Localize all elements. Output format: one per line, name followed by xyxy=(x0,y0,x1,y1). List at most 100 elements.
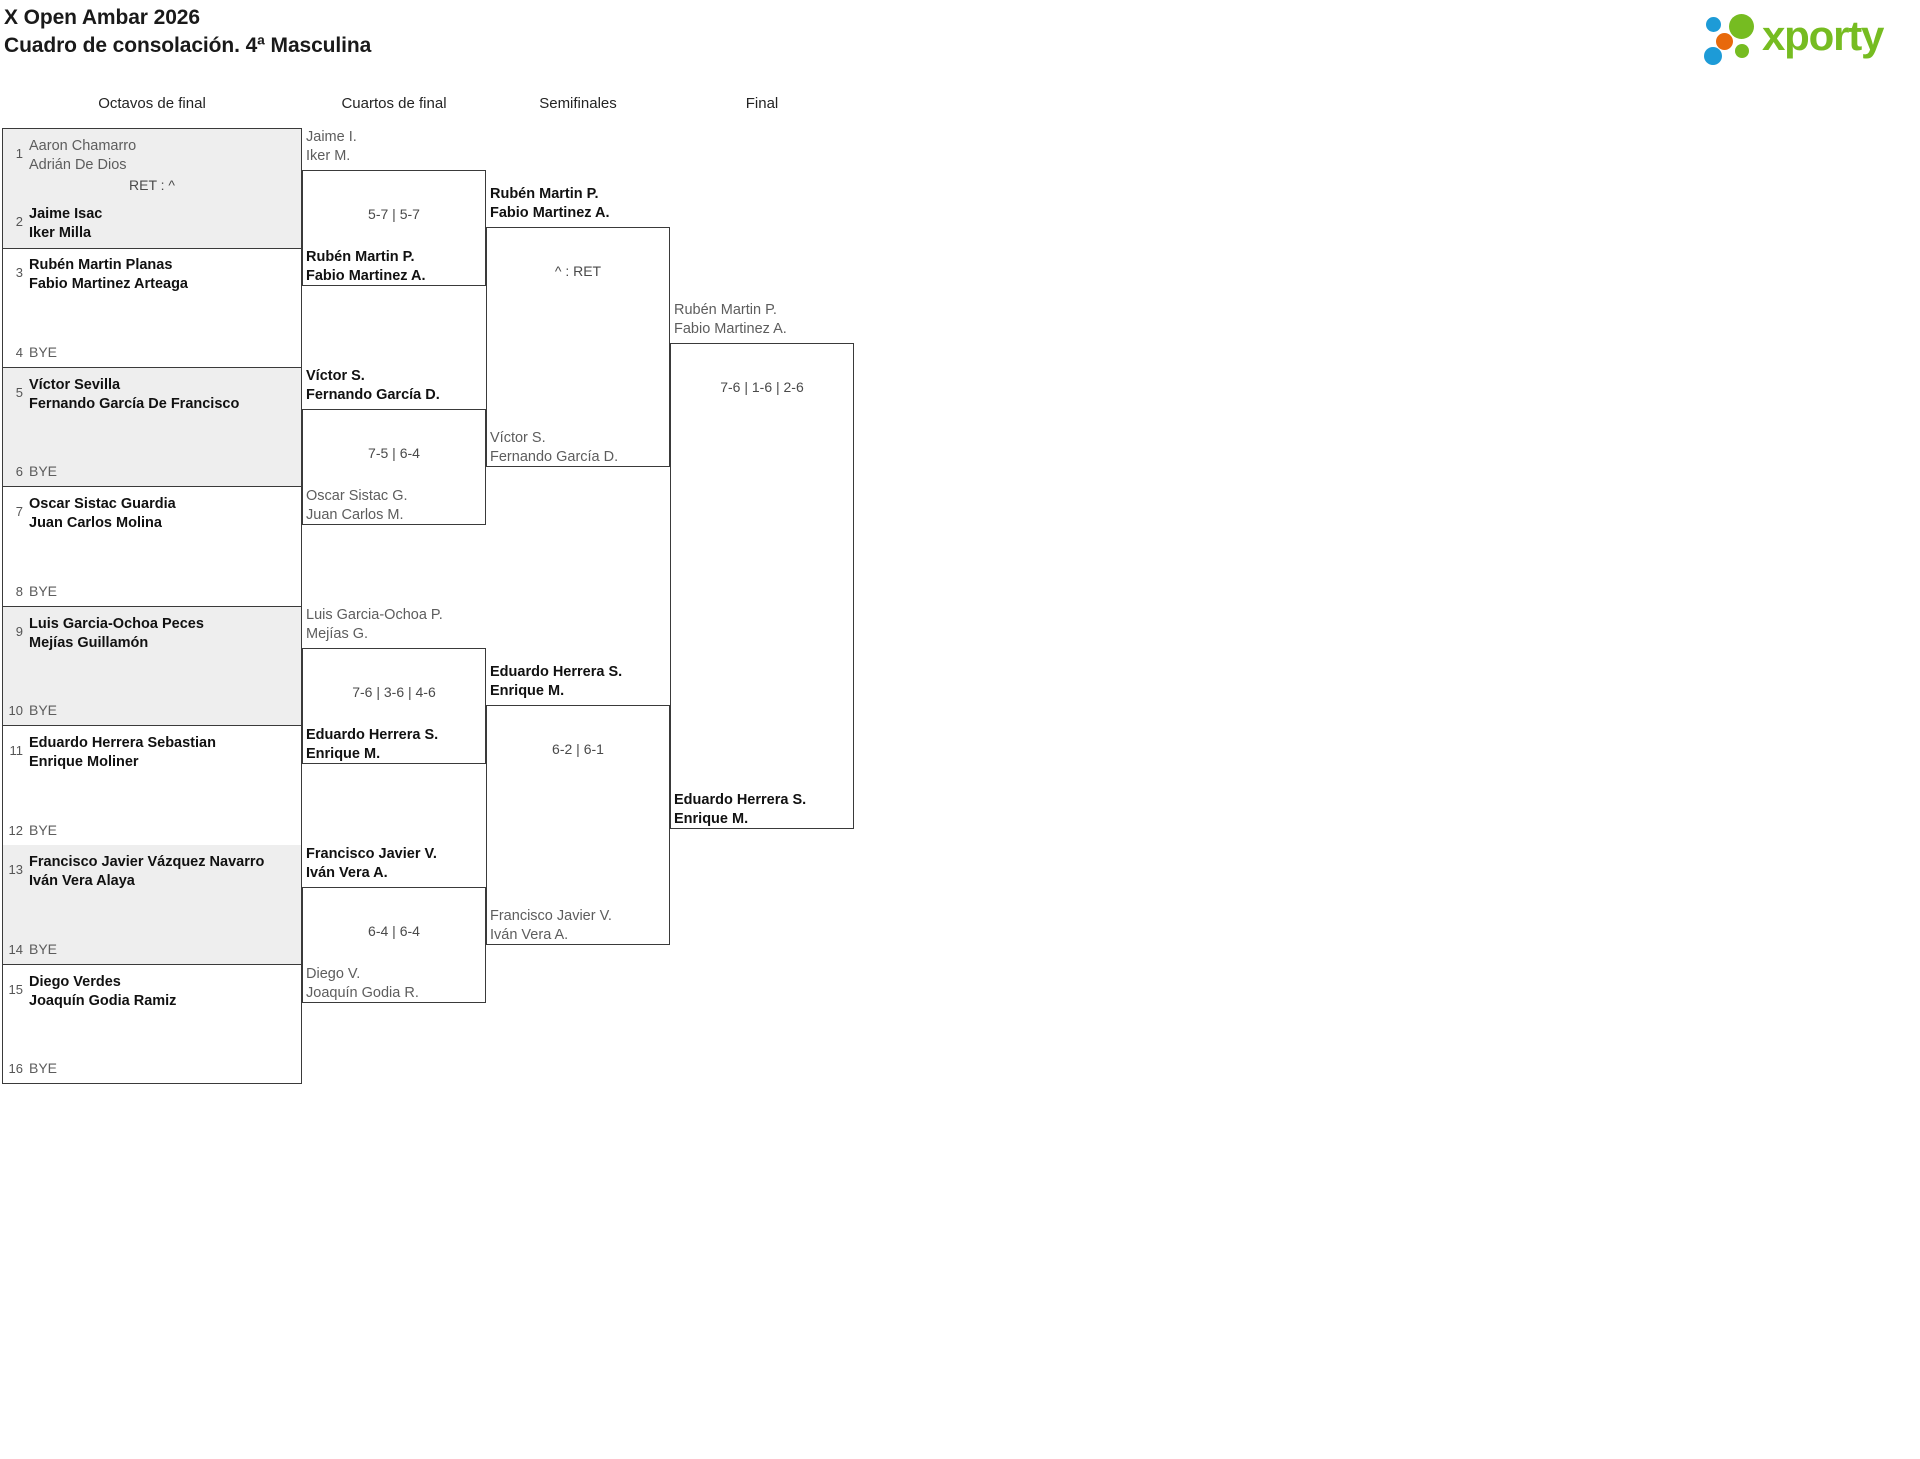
xporty-logo: xporty xyxy=(1700,8,1906,65)
seed-number: 7 xyxy=(15,504,23,520)
quarterfinal-connector xyxy=(302,647,486,764)
draw-subtitle: Cuadro de consolación. 4ª Masculina xyxy=(4,33,372,57)
player-name: Eduardo Herrera Sebastian xyxy=(29,735,216,751)
quarterfinal-connector xyxy=(302,886,486,1003)
logo-wordmark: xporty xyxy=(1762,12,1884,59)
player-name: Iker Milla xyxy=(29,224,92,241)
player-name: Rubén Martin Planas xyxy=(29,257,173,274)
quarterfinal-entry[interactable]: Francisco Javier V.Iván Vera A. xyxy=(306,845,437,883)
quarterfinal-entry[interactable]: Luis Garcia-Ochoa P. Mejías G. xyxy=(306,606,443,644)
semifinal-entry[interactable]: Francisco Javier V.Iván Vera A. xyxy=(490,907,612,945)
player-name: Enrique M. xyxy=(490,683,565,699)
final-entry[interactable]: Rubén Martin P. Fabio Martinez A. xyxy=(674,301,787,339)
match-divider xyxy=(3,366,301,368)
player-name: Rubén Martin P. xyxy=(674,302,777,318)
player-name: Luis Garcia-Ochoa Peces xyxy=(29,615,204,632)
player-name: Francisco Javier V. xyxy=(306,845,437,862)
quarterfinal-score: 7-5 | 6-4 xyxy=(368,444,420,461)
seed-number: 15 xyxy=(8,981,23,997)
quarterfinal-entry[interactable]: Oscar Sistac G.Juan Carlos M. xyxy=(306,487,408,525)
player-name: Fernando García De Francisco xyxy=(29,395,240,412)
player-name: Joaquín Godia Ramiz xyxy=(29,992,177,1009)
player-name: Mejías Guillamón xyxy=(29,634,149,651)
quarterfinal-entry[interactable]: Víctor S.Fernando García D. xyxy=(306,367,440,405)
seed-number: 6 xyxy=(15,464,23,480)
seed-number: 8 xyxy=(15,583,23,599)
semifinal-entry[interactable]: Víctor S.Fernando García D. xyxy=(490,429,618,467)
seed-number: 10 xyxy=(8,703,23,719)
player-name: Adrián De Dios xyxy=(29,157,127,173)
player-name: Fabio Martinez A. xyxy=(674,321,787,337)
semifinal-connector xyxy=(486,227,670,467)
player-name: Francisco Javier V. xyxy=(490,908,612,924)
bye-label: BYE xyxy=(29,821,58,838)
player-name: Mejías G. xyxy=(306,625,369,642)
player-name: Enrique M. xyxy=(674,811,749,827)
logo-dot-blue-bottom xyxy=(1704,47,1722,65)
player-name: Luis Garcia-Ochoa P. xyxy=(306,606,443,623)
player-name: Rubén Martin P. xyxy=(490,186,599,202)
player-name: Jaime Isac xyxy=(29,205,103,222)
seed-number: 3 xyxy=(15,265,23,281)
quarterfinal-entry[interactable]: Rubén Martin P.Fabio Martinez A. xyxy=(306,248,426,286)
final-connector xyxy=(670,343,854,829)
quarterfinal-connector xyxy=(302,169,486,286)
bye-label: BYE xyxy=(29,582,58,599)
round1-slot[interactable]: 8 BYE xyxy=(3,582,301,601)
quarterfinal-entry[interactable]: Diego V.Joaquín Godia R. xyxy=(306,965,419,1003)
bye-label: BYE xyxy=(29,343,58,360)
final-entry[interactable]: Eduardo Herrera S.Enrique M. xyxy=(674,791,806,829)
logo-dot-orange xyxy=(1716,33,1733,50)
player-name: Aaron Chamarro xyxy=(29,138,137,154)
seed-number: 1 xyxy=(15,146,23,161)
quarterfinal-entry[interactable]: Jaime I.Iker M. xyxy=(306,128,357,166)
player-name: Víctor S. xyxy=(306,367,365,384)
player-name: Fabio Martinez A. xyxy=(490,205,610,221)
match-divider xyxy=(3,247,301,249)
logo-dot-blue-top xyxy=(1706,17,1721,32)
quarterfinal-entry[interactable]: Eduardo Herrera S.Enrique M. xyxy=(306,726,438,764)
round1-slot[interactable]: 4 BYE xyxy=(3,343,301,362)
player-name: Juan Carlos Molina xyxy=(29,515,162,532)
match-divider xyxy=(3,605,301,607)
player-name: Fabio Martinez Arteaga xyxy=(29,276,188,293)
player-name: Diego V. xyxy=(306,965,361,982)
seed-number: 4 xyxy=(15,344,23,360)
seed-number: 5 xyxy=(15,384,23,400)
match-divider xyxy=(3,963,301,965)
semifinal-entry[interactable]: Rubén Martin P. Fabio Martinez A. xyxy=(490,185,610,223)
seed-number: 14 xyxy=(8,941,23,957)
match-divider xyxy=(3,725,301,727)
semifinal-entry[interactable]: Eduardo Herrera S.Enrique M. xyxy=(490,663,622,701)
